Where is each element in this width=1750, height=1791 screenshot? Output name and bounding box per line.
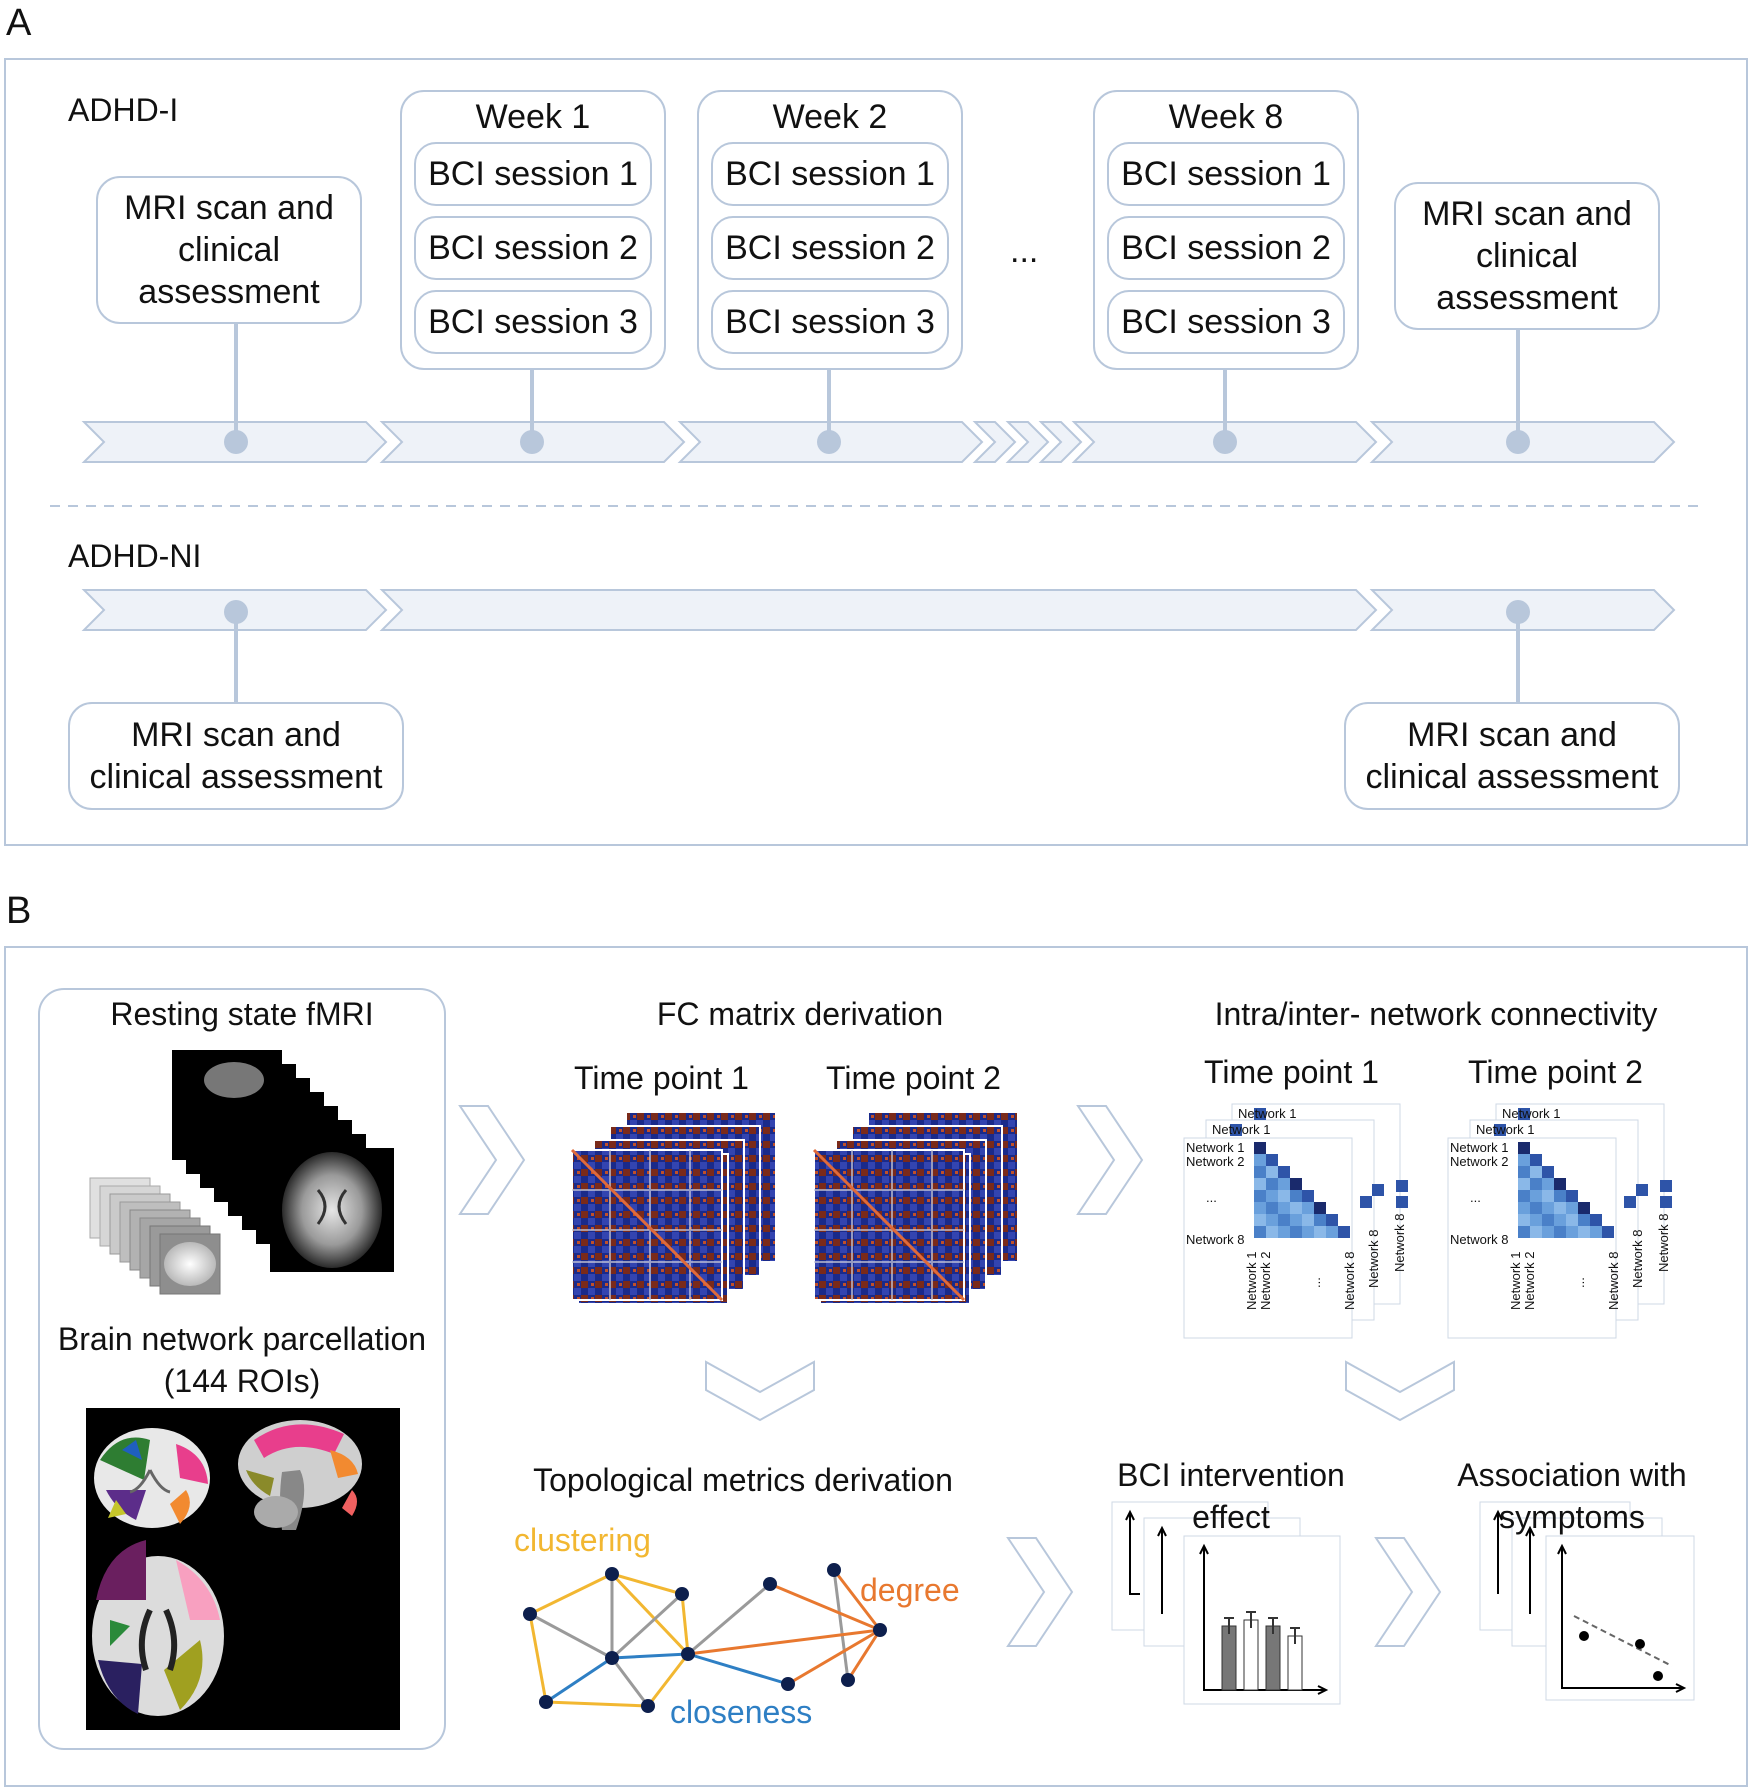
matrix-row-label: Network 1 — [1450, 1140, 1509, 1155]
parcellation-title: Brain network parcellation (144 ROIs) — [57, 1321, 427, 1399]
matrix-row-label: Network 8 — [1450, 1232, 1509, 1247]
bci-session: BCI session 3 — [1107, 290, 1345, 354]
panel-a-timelines — [50, 324, 1700, 702]
association-title: Association with symptoms — [1457, 1457, 1687, 1535]
degree-label: degree — [860, 1572, 960, 1608]
flow-arrow-right — [458, 1105, 526, 1215]
network-timepoint-1: Time point 1 — [1204, 1054, 1379, 1090]
matrix-row-label: Network 8 — [1186, 1232, 1245, 1247]
panel-b-letter: B — [6, 890, 32, 932]
topology-graph — [523, 1563, 887, 1713]
bci-session: BCI session 1 — [414, 142, 652, 206]
timeline-dot — [520, 430, 544, 454]
structural-slice-stack — [89, 1177, 221, 1295]
flow-arrow-down — [705, 1360, 815, 1422]
timeline-dot — [1506, 430, 1530, 454]
resting-state-title: Resting state fMRI — [110, 996, 374, 1032]
week-title: Week 8 — [1168, 98, 1284, 136]
closeness-label: closeness — [670, 1694, 813, 1730]
pre-assessment-box: MRI scan and clinical assessment — [96, 176, 362, 324]
effect-title: BCI intervention effect — [1117, 1457, 1345, 1535]
fc-matrix-stack-tp1 — [570, 1111, 777, 1305]
matrix-row-label: ... — [1470, 1190, 1481, 1205]
week-box: Week 2 BCI session 1 BCI session 2 BCI s… — [697, 90, 963, 370]
flow-arrow-right — [1076, 1105, 1144, 1215]
post-assessment-box: MRI scan and clinical assessment — [1394, 182, 1660, 330]
timeline-dot — [224, 600, 248, 624]
week-title: Week 2 — [772, 98, 888, 136]
effect-bar-chart-stack — [1111, 1501, 1341, 1705]
flow-arrow-right — [1006, 1537, 1074, 1647]
week-box: Week 1 BCI session 1 BCI session 2 BCI s… — [400, 90, 666, 370]
fc-title: FC matrix derivation — [656, 996, 944, 1032]
timeline-dot — [224, 430, 248, 454]
bci-session: BCI session 2 — [1107, 216, 1345, 280]
ni-post-assessment-box: MRI scan and clinical assessment — [1344, 702, 1680, 810]
week-title: Week 1 — [475, 98, 591, 136]
fc-timepoint-2: Time point 2 — [826, 1060, 1001, 1096]
symptom-scatter-stack — [1479, 1501, 1695, 1701]
matrix-row-label: Network 1 — [1502, 1106, 1561, 1121]
matrix-row-label: Network 2 — [1450, 1154, 1509, 1169]
network-matrix-stack-tp2 — [1447, 1103, 1672, 1339]
matrix-row-label: Network 1 — [1238, 1106, 1297, 1121]
scatter-point — [1653, 1671, 1663, 1681]
bci-session: BCI session 3 — [414, 290, 652, 354]
network-title: Intra/inter- network connectivity — [1214, 996, 1658, 1032]
matrix-row-label: ... — [1206, 1190, 1217, 1205]
week-box: Week 8 BCI session 1 BCI session 2 BCI s… — [1093, 90, 1359, 370]
group-label-adhd-i: ADHD-I — [68, 92, 179, 128]
bci-session: BCI session 1 — [1107, 142, 1345, 206]
network-timepoint-2: Time point 2 — [1468, 1054, 1643, 1090]
matrix-row-label: Network 2 — [1186, 1154, 1245, 1169]
scatter-point — [1635, 1639, 1645, 1649]
fc-matrix-stack-tp2 — [812, 1111, 1019, 1305]
timeline-chevron — [1005, 421, 1050, 463]
clustering-label: clustering — [514, 1522, 651, 1558]
parcellation-image — [86, 1408, 400, 1730]
timeline-dot — [817, 430, 841, 454]
scatter-point — [1579, 1631, 1589, 1641]
group-label-adhd-ni: ADHD-NI — [68, 538, 202, 574]
bci-session: BCI session 2 — [414, 216, 652, 280]
weeks-ellipsis: ... — [1010, 232, 1039, 270]
timeline-chevron — [379, 589, 1378, 631]
matrix-row-label: Network 1 — [1476, 1122, 1535, 1137]
fc-timepoint-1: Time point 1 — [574, 1060, 749, 1096]
flow-arrow-down — [1345, 1360, 1455, 1422]
timeline-dot — [1506, 600, 1530, 624]
ni-pre-assessment-box: MRI scan and clinical assessment — [68, 702, 404, 810]
fmri-volume-stack — [172, 1050, 394, 1272]
topology-title: Topological metrics derivation — [533, 1462, 953, 1498]
bci-session: BCI session 2 — [711, 216, 949, 280]
panel-a-letter: A — [6, 2, 32, 44]
timeline-chevron — [1038, 421, 1083, 463]
bci-session: BCI session 3 — [711, 290, 949, 354]
network-matrix-stack-tp1 — [1183, 1103, 1408, 1339]
bci-session: BCI session 1 — [711, 142, 949, 206]
timeline-dot — [1213, 430, 1237, 454]
matrix-row-label: Network 1 — [1212, 1122, 1271, 1137]
flow-arrow-right — [1374, 1537, 1442, 1647]
matrix-row-label: Network 1 — [1186, 1140, 1245, 1155]
timeline-chevron — [972, 421, 1017, 463]
